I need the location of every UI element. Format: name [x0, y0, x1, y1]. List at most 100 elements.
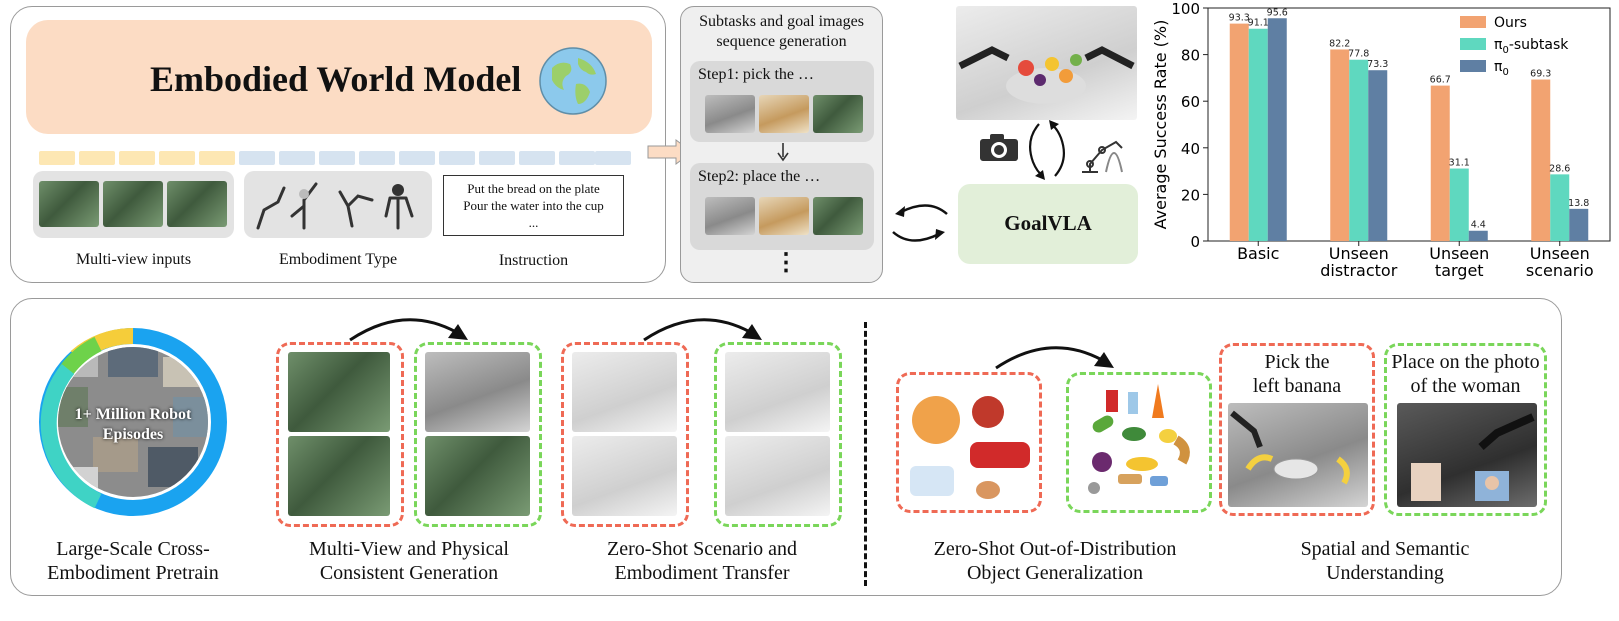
- generated-image: [425, 352, 530, 432]
- y-tick-label: 20: [1181, 186, 1200, 204]
- transfer-image: [725, 436, 830, 516]
- goal-image: [759, 197, 809, 235]
- place-text: Place on the photo of the woman: [1391, 351, 1540, 397]
- x-tick-label: Unseen: [1329, 244, 1389, 263]
- legend-swatch: [1460, 38, 1486, 50]
- left-banana-group: [1219, 343, 1375, 516]
- pretrain-caption: Large-Scale Cross-Embodiment Pretrain: [47, 538, 219, 584]
- step2-label: Step2: place the …: [698, 168, 821, 185]
- y-tick-label: 60: [1181, 93, 1200, 111]
- y-axis-label: Average Success Rate (%): [1151, 20, 1170, 230]
- multiview-image: [103, 181, 163, 227]
- instruction-box: Put the bread on the plate Pour the wate…: [443, 175, 624, 236]
- x-tick-label: target: [1435, 261, 1484, 280]
- bar-value-label: 4.4: [1471, 220, 1486, 231]
- bar: [1430, 85, 1450, 242]
- x-tick-label: Basic: [1237, 244, 1279, 263]
- robot-arms-illustration: [256, 182, 414, 230]
- source-scenario-group: [561, 342, 689, 527]
- multiview-image: [167, 181, 227, 227]
- generated-view-group: [414, 342, 542, 527]
- transfer-scenario-group: [714, 342, 842, 527]
- chart-frame: [1207, 7, 1611, 242]
- bar-value-label: 95.6: [1267, 7, 1288, 18]
- y-tick-label: 0: [1190, 233, 1200, 251]
- bar: [1248, 28, 1268, 241]
- bar: [1550, 174, 1570, 241]
- y-tick-label: 40: [1181, 140, 1200, 158]
- globe-icon: [539, 47, 607, 115]
- sequence-title: Subtasks and goal images sequence genera…: [699, 13, 864, 50]
- multiview-label: Multi-view inputs: [75, 251, 192, 268]
- legend-swatch: [1460, 16, 1486, 28]
- camera-icon: [980, 134, 1018, 161]
- x-tick-label: scenario: [1526, 261, 1594, 280]
- view-image: [288, 436, 390, 516]
- seen-objects: [910, 396, 1030, 499]
- bar-value-label: 69.3: [1530, 69, 1551, 80]
- x-tick-label: Unseen: [1530, 244, 1590, 263]
- curved-arrow-icon: [643, 318, 762, 342]
- pretrain-ring-label: 1+ Million Robot Episodes: [74, 406, 192, 443]
- x-tick-label: Unseen: [1429, 244, 1489, 263]
- instruction-line: ...: [528, 215, 539, 230]
- goalvla-box: [958, 184, 1138, 264]
- y-tick-label: 80: [1181, 47, 1200, 65]
- legend-swatch: [1460, 60, 1486, 72]
- bar-value-label: 31.1: [1449, 158, 1470, 169]
- instruction-line: Pour the water into the cup: [463, 198, 604, 213]
- bar: [1349, 59, 1369, 242]
- legend-label: π0-subtask: [1494, 37, 1569, 56]
- goal-image: [759, 95, 809, 133]
- banana-scene-image: [1228, 403, 1368, 507]
- step1-label: Step1: pick the …: [698, 66, 814, 83]
- instruction-label: Instruction: [498, 252, 569, 269]
- y-tick-label: 100: [1171, 0, 1200, 18]
- goal-image: [813, 95, 863, 133]
- scenario-image: [572, 352, 677, 432]
- bar: [1267, 18, 1287, 242]
- bar-value-label: 13.8: [1568, 198, 1589, 209]
- pretrain-ring: [39, 327, 227, 516]
- bar-value-label: 93.3: [1229, 13, 1250, 24]
- woman-photo-group: [1384, 343, 1547, 516]
- bar: [1569, 208, 1589, 241]
- bar-value-label: 82.2: [1329, 38, 1350, 49]
- bar: [1531, 79, 1551, 241]
- transfer-image: [725, 352, 830, 432]
- cycle-arrows-icon: [1028, 120, 1066, 180]
- photo-scene-image: [1397, 403, 1537, 507]
- seen-objects-group: [896, 372, 1042, 513]
- bar: [1229, 23, 1249, 242]
- embodiment-label: Embodiment Type: [278, 251, 398, 268]
- robot-arm-icon: [1082, 140, 1123, 173]
- legend-label: π0: [1494, 59, 1509, 78]
- bar: [1468, 230, 1488, 241]
- curved-arrow-icon: [995, 346, 1114, 370]
- multiview-image: [39, 181, 99, 227]
- bar-value-label: 66.7: [1430, 75, 1451, 86]
- bar-value-label: 28.6: [1549, 163, 1570, 174]
- world-model-title: Embodied World Model: [150, 59, 522, 99]
- bar: [1368, 70, 1388, 241]
- swap-arrows-icon: [892, 204, 948, 242]
- bar-value-label: 91.1: [1248, 18, 1269, 29]
- ood-objects: [1088, 384, 1190, 494]
- legend-label: Ours: [1494, 15, 1527, 31]
- section-divider: [864, 322, 867, 586]
- goalvla-label: GoalVLA: [1004, 211, 1092, 235]
- instruction-line: Put the bread on the plate: [467, 181, 600, 196]
- more-steps-dots: ⋮: [774, 250, 798, 276]
- scenario-image: [572, 436, 677, 516]
- goal-image: [705, 197, 755, 235]
- down-arrow-icon: [777, 143, 789, 162]
- pick-text: Pick the left banana: [1252, 351, 1342, 397]
- robot-scene-photo: [956, 6, 1137, 120]
- x-tick-label: distractor: [1320, 261, 1397, 280]
- bar-value-label: 77.8: [1348, 49, 1369, 60]
- source-view-group: [276, 342, 404, 527]
